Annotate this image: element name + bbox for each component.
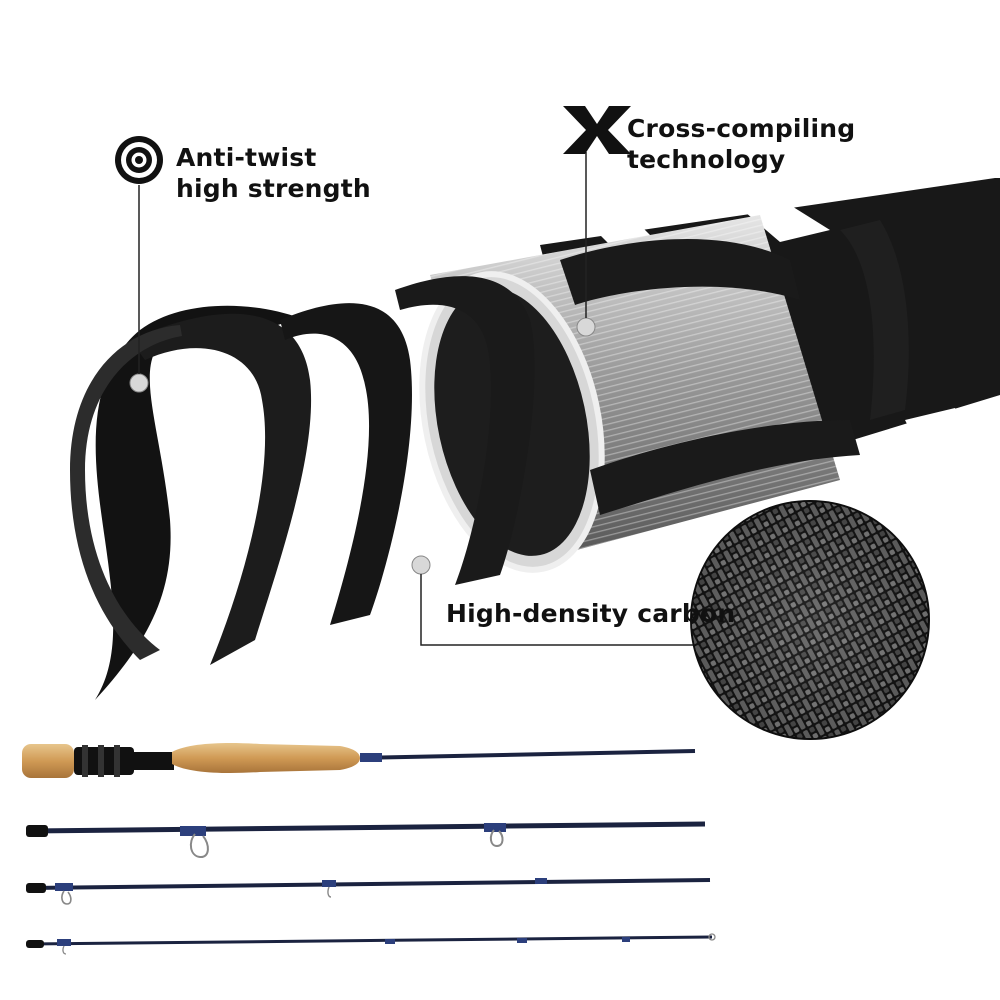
callout-dot-cross xyxy=(576,317,596,337)
rod-butt-section xyxy=(22,742,696,778)
anti-twist-line1: Anti-twist xyxy=(176,143,317,172)
rod-tip-top xyxy=(708,933,716,941)
spiral-ribbon xyxy=(95,305,300,700)
carbon-weave-magnifier xyxy=(690,500,930,740)
band-gap xyxy=(745,205,830,242)
spiral-ribbon xyxy=(395,276,535,585)
callout-dot-carbon xyxy=(411,555,431,575)
wrap-band xyxy=(590,420,860,515)
rod-guide xyxy=(327,886,332,898)
rod-guide xyxy=(62,945,67,955)
spiral-ribbon xyxy=(130,313,312,665)
spiral-ribbon xyxy=(280,303,412,625)
ribbon-highlight xyxy=(70,325,182,660)
callout-dot-anti-twist xyxy=(129,373,149,393)
high-density-carbon-label: High-density carbon xyxy=(446,599,736,628)
rod-section-2 xyxy=(26,821,706,858)
anti-twist-label: Anti-twist high strength xyxy=(176,142,371,204)
rod-guide xyxy=(61,890,72,905)
cross-line1: Cross-compiling xyxy=(627,114,856,143)
wrap-band xyxy=(560,239,800,305)
cross-compiling-label: Cross-compiling technology xyxy=(627,113,855,175)
cross-line2: technology xyxy=(627,145,786,174)
rod-section-tip xyxy=(26,933,716,955)
wrap-band xyxy=(840,220,909,420)
leader-line-carbon xyxy=(420,574,695,646)
rod-guide xyxy=(189,833,209,858)
band-gap xyxy=(905,408,965,440)
rod-guide xyxy=(489,829,504,848)
carbon-tube xyxy=(70,178,1000,700)
target-icon xyxy=(115,136,163,184)
anti-twist-line2: high strength xyxy=(176,174,371,203)
rod-section-3 xyxy=(26,878,711,905)
x-mark-icon xyxy=(563,106,631,154)
